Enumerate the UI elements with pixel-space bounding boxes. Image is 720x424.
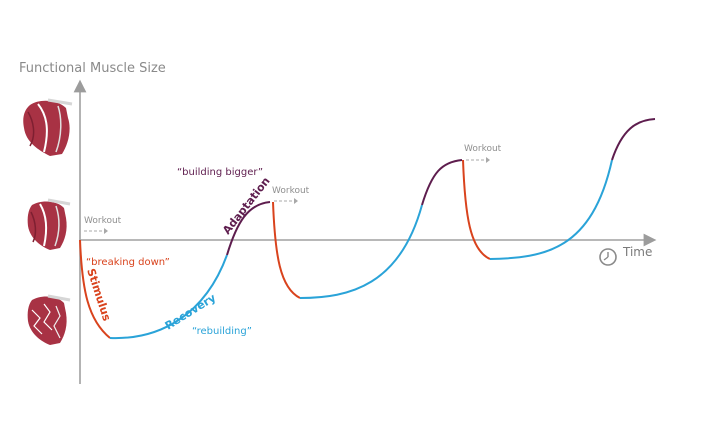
recovery-quote: “rebuilding” — [192, 326, 252, 337]
stimulus-label: Stimulus — [84, 267, 113, 323]
workout-label-2: Workout — [272, 186, 310, 196]
adaptation-curve-1 — [226, 201, 271, 256]
workout-label-1: Workout — [84, 216, 122, 226]
recovery-curve-2 — [299, 204, 423, 299]
large-muscle-icon — [23, 98, 73, 156]
workout-arrow-2 — [274, 198, 298, 204]
adaptation-quote: “building bigger” — [177, 167, 264, 178]
stimulus-curve-3 — [462, 159, 491, 260]
x-axis-label: Time — [623, 245, 653, 259]
workout-label-3: Workout — [464, 144, 502, 154]
adaptation-label: Adaptation — [220, 175, 273, 237]
clock-icon — [599, 248, 617, 266]
recovery-curve-1 — [109, 254, 228, 340]
normal-muscle-icon — [27, 198, 71, 250]
stimulus-quote: “breaking down” — [86, 257, 170, 268]
workout-arrow-3 — [466, 157, 490, 163]
recovery-curve-3 — [489, 159, 613, 260]
adaptation-curve-3 — [611, 118, 656, 161]
damaged-muscle-icon — [27, 294, 71, 345]
adaptation-curve-2 — [421, 159, 463, 206]
workout-arrow-1 — [84, 228, 108, 234]
y-axis-label: Functional Muscle Size — [19, 61, 166, 76]
stimulus-curve-1 — [79, 239, 111, 339]
stimulus-curve-2 — [272, 201, 301, 299]
